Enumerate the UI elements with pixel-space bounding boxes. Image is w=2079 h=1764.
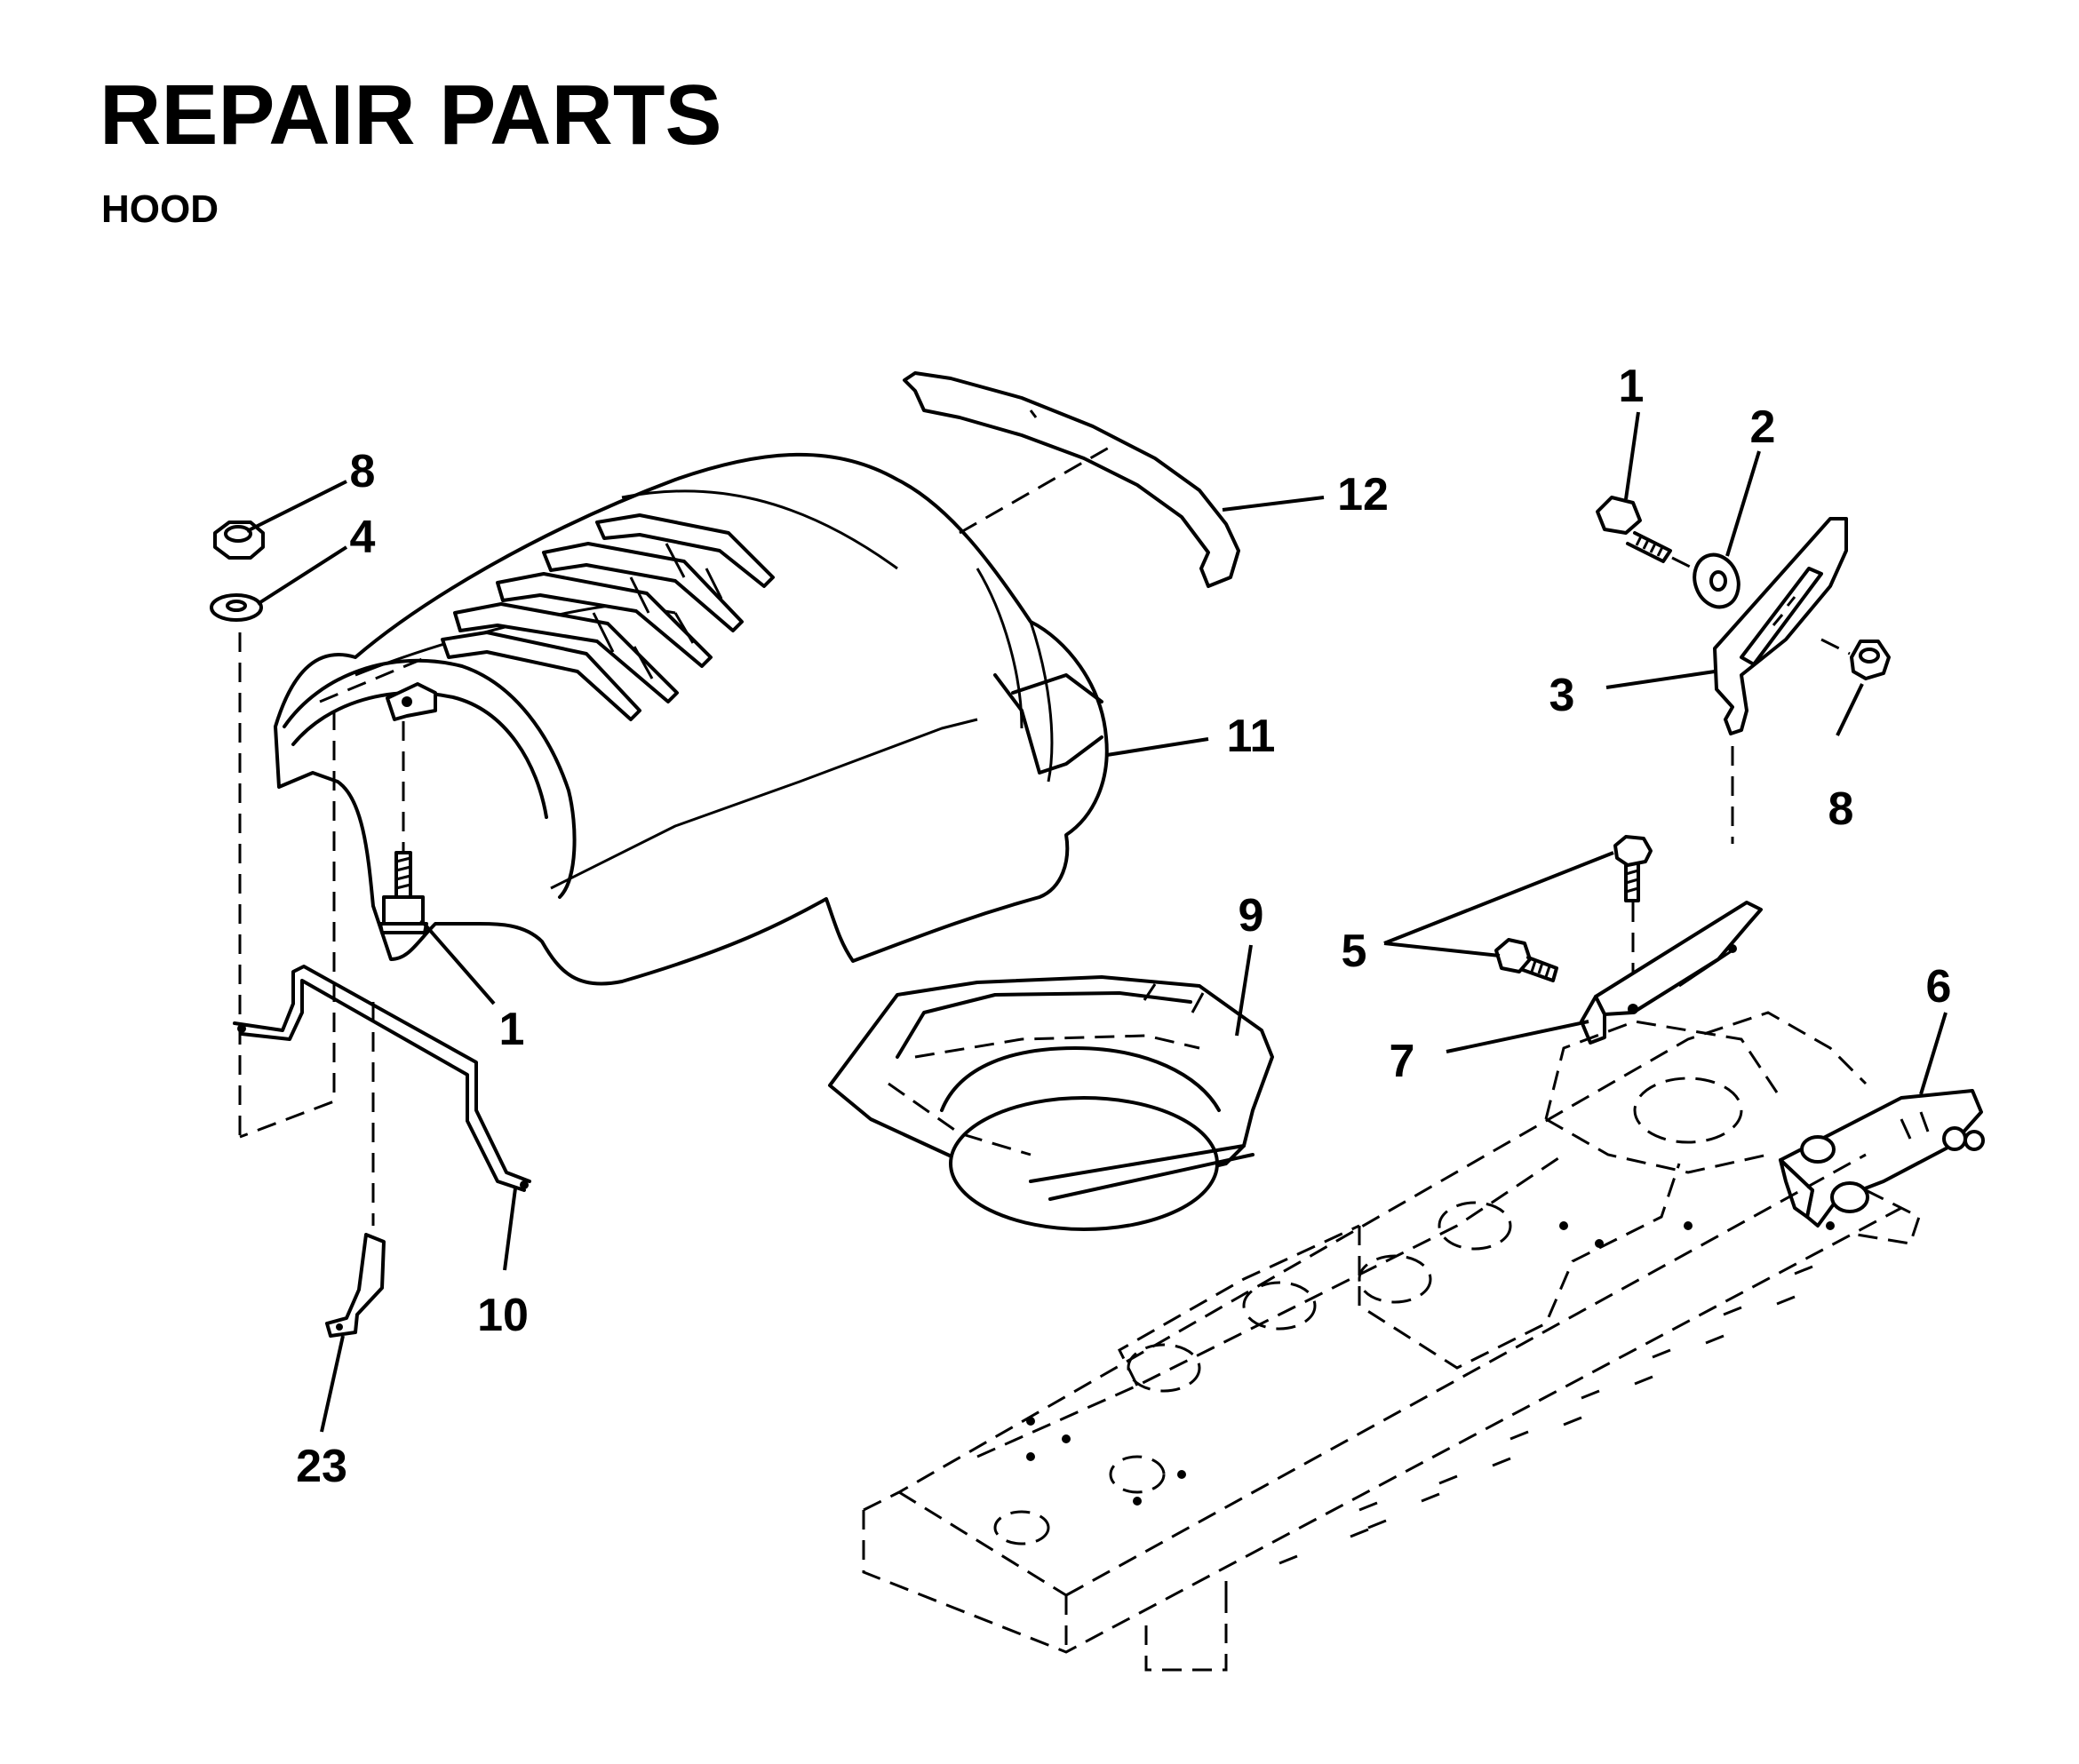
part-2-washer bbox=[1693, 552, 1740, 609]
part-1-bolt-upper bbox=[1596, 496, 1672, 563]
page-title: REPAIR PARTS bbox=[100, 68, 722, 163]
part-12-hood-grille-strip bbox=[903, 371, 1240, 588]
callout-1-lower: 1 bbox=[499, 1004, 525, 1055]
page-subtitle: HOOD bbox=[101, 187, 219, 231]
part-4-washer-left bbox=[210, 593, 263, 622]
part-10-hood-support-rod bbox=[233, 965, 531, 1226]
part-23-clip bbox=[325, 1233, 386, 1338]
part-6-front-bracket bbox=[1779, 1089, 1985, 1228]
part-8-nut-left bbox=[213, 520, 265, 560]
part-5-bolts bbox=[1494, 835, 1653, 1004]
callout-3: 3 bbox=[1549, 670, 1575, 721]
part-3-hinge-bracket bbox=[1713, 517, 1848, 844]
callout-11: 11 bbox=[1227, 711, 1276, 762]
part-7-mounting-bracket bbox=[1580, 901, 1763, 1045]
callout-6: 6 bbox=[1926, 961, 1952, 1013]
callout-labels: 1 2 3 4 5 6 7 8 8 9 10 11 12 1 23 bbox=[296, 361, 1951, 1492]
callout-2: 2 bbox=[1750, 401, 1776, 453]
callout-9: 9 bbox=[1239, 890, 1264, 942]
callout-10: 10 bbox=[477, 1290, 529, 1341]
callout-4: 4 bbox=[350, 512, 376, 563]
callout-8-left: 8 bbox=[350, 446, 376, 497]
callout-1-upper: 1 bbox=[1619, 361, 1645, 412]
callout-12: 12 bbox=[1337, 469, 1389, 520]
part-9-hood-liner bbox=[828, 975, 1274, 1231]
callout-8-right: 8 bbox=[1828, 783, 1854, 835]
assembly-line-12 bbox=[959, 442, 1116, 535]
part-11-hood bbox=[239, 452, 1109, 1139]
callout-5: 5 bbox=[1342, 926, 1367, 977]
hood-vents bbox=[441, 513, 775, 721]
leader-lines bbox=[246, 411, 1948, 1433]
part-1-bolt-lower bbox=[378, 721, 428, 934]
part-8-nut-right bbox=[1671, 556, 1891, 680]
callout-23: 23 bbox=[296, 1441, 347, 1492]
callout-7: 7 bbox=[1390, 1036, 1415, 1087]
tractor-frame-reference bbox=[862, 1011, 1921, 1672]
